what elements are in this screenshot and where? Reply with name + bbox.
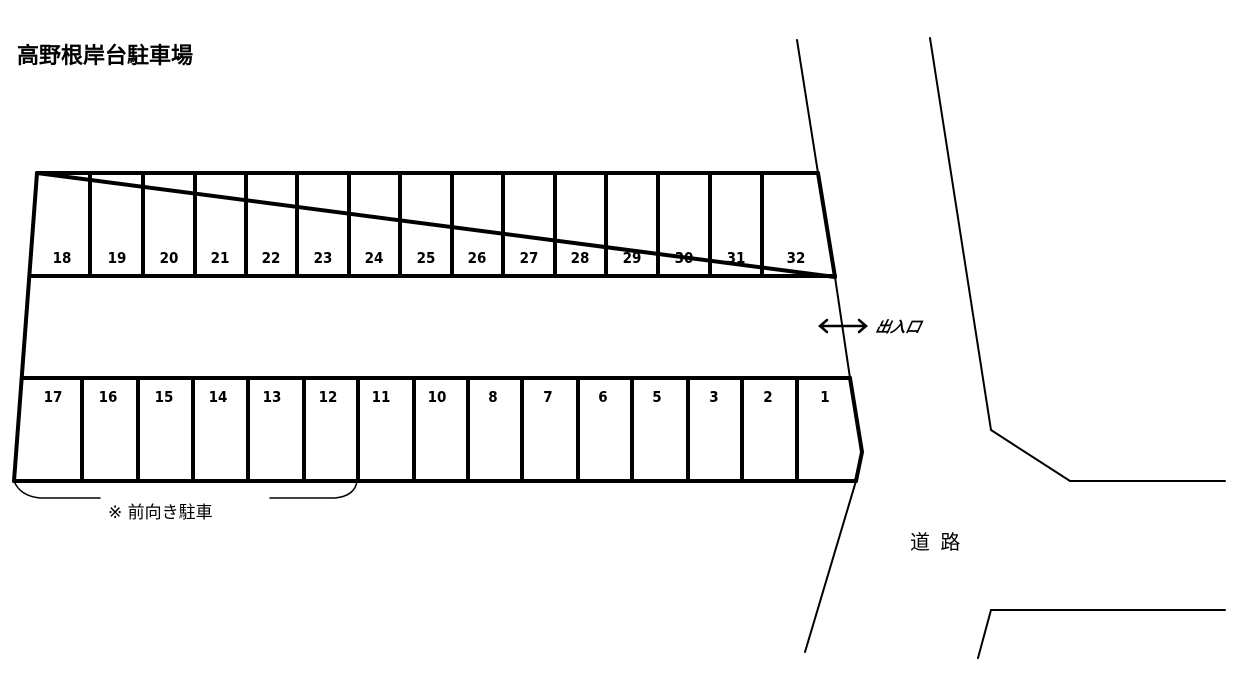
bottom-row-right (848, 376, 865, 483)
stall-number: 29 (623, 249, 642, 267)
stall-number: 16 (99, 388, 118, 406)
stall-number: 12 (319, 388, 338, 406)
note-bracket (13, 480, 358, 499)
stall-number: 1 (820, 388, 829, 406)
stall-number: 2 (763, 388, 772, 406)
stall-number: 23 (314, 249, 333, 267)
road-edge-right (929, 37, 1226, 482)
stall-number: 13 (263, 388, 282, 406)
stall-number: 5 (652, 388, 661, 406)
stall-number: 8 (488, 388, 497, 406)
lot-left-edge (12, 171, 39, 483)
front-parking-note: ※ 前向き駐車 (108, 503, 213, 523)
road-edge-left (796, 39, 864, 653)
stall-number: 11 (372, 388, 391, 406)
stall-number: 15 (155, 388, 174, 406)
page-title: 高野根岸台駐車場 (17, 44, 194, 69)
stall-number: 25 (417, 249, 436, 267)
stall-number: 10 (428, 388, 447, 406)
stall-number: 31 (727, 249, 746, 267)
stall-number: 19 (108, 249, 127, 267)
top-row-diagonal (35, 171, 837, 279)
stall-number: 28 (571, 249, 590, 267)
entrance-label: 出入口 (873, 318, 923, 336)
road-label: 道 路 (910, 530, 963, 554)
top-row-right (816, 171, 837, 279)
road-edge-lower (977, 609, 1226, 659)
stall-number: 24 (365, 249, 384, 267)
stall-number: 3 (709, 388, 718, 406)
stall-number: 26 (468, 249, 487, 267)
stall-number: 27 (520, 249, 539, 267)
stall-number: 14 (209, 388, 228, 406)
stall-number: 17 (44, 388, 63, 406)
stall-number: 20 (160, 249, 179, 267)
stall-number: 6 (598, 388, 607, 406)
stall-number: 22 (262, 249, 281, 267)
stall-number: 30 (675, 249, 694, 267)
stall-number: 32 (787, 249, 806, 267)
stall-number: 21 (211, 249, 230, 267)
stall-number: 18 (53, 249, 72, 267)
stall-number: 7 (543, 388, 552, 406)
